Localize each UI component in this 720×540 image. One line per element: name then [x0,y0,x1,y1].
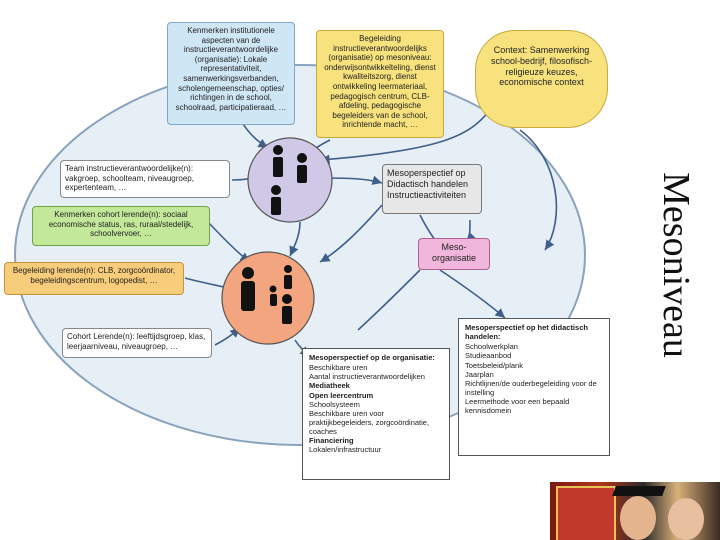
team-people-icon [271,145,307,215]
banner-shape [556,486,616,540]
list-item: Richtlijnen/de ouderbegeleiding voor de … [465,378,597,397]
list-item: Schoolsysteem [309,399,360,409]
detail-didactisch: Mesoperspectief op het didactisch handel… [458,318,610,456]
box-begeleiding-instructie: Begeleiding instructieverantwoordelijks … [316,30,444,138]
box-team: Team instructieverantwoordelijke(n): vak… [60,160,230,198]
list-item: Toetsbeleid/plank [465,360,523,370]
box-meso-organisatie: Meso-organisatie [418,238,490,270]
graduation-photo [550,482,720,540]
list-item: Financiering [309,436,354,446]
box-mesoperspectief-didactisch: Mesoperspectief op Didactisch handelen I… [382,164,482,214]
list-item: Beschikbare uren voor praktijkbegeleider… [309,408,430,437]
list-item: Leermethode voor een bepaald kennisdomei… [465,397,570,416]
detail-organisatie: Mesoperspectief op de organisatie: Besch… [302,348,450,480]
detail-didactisch-title: Mesoperspectief op het didactisch handel… [465,323,588,342]
face-shape [668,498,704,540]
list-item: Aantal instructieverantwoordelijken [309,372,425,382]
list-item: Studieaanbod [465,351,512,361]
list-item: Lokalen/infrastructuur [309,445,382,455]
learners-people-icon [241,265,292,324]
box-context: Context: Samenwerking school-bedrijf, fi… [475,30,608,128]
list-item: Mediatheek [309,381,350,391]
list-item: Open leercentrum [309,390,374,400]
mortarboard-shape [612,486,666,496]
box-cohort-lerende: Cohort Lerende(n): leeftijdsgroep, klas,… [62,328,212,358]
team-circle [247,137,333,223]
list-item: Schoolwerkplan [465,342,518,352]
learners-circle [221,251,315,345]
list-item: Jaarplan [465,369,494,379]
box-kenmerken-cohort: Kenmerken cohort lerende(n): sociaal eco… [32,206,210,246]
box-begeleiding-lerende: Begeleiding lerende(n): CLB, zorgcoördin… [4,262,184,295]
box-kenmerken-institutionele: Kenmerken institutionele aspecten van de… [167,22,295,125]
face-shape [620,496,656,540]
detail-organisatie-title: Mesoperspectief op de organisatie: [309,353,435,362]
slide-title: Mesoniveau [636,150,716,380]
list-item: Beschikbare uren [309,363,368,373]
slide-title-text: Mesoniveau [655,172,697,358]
